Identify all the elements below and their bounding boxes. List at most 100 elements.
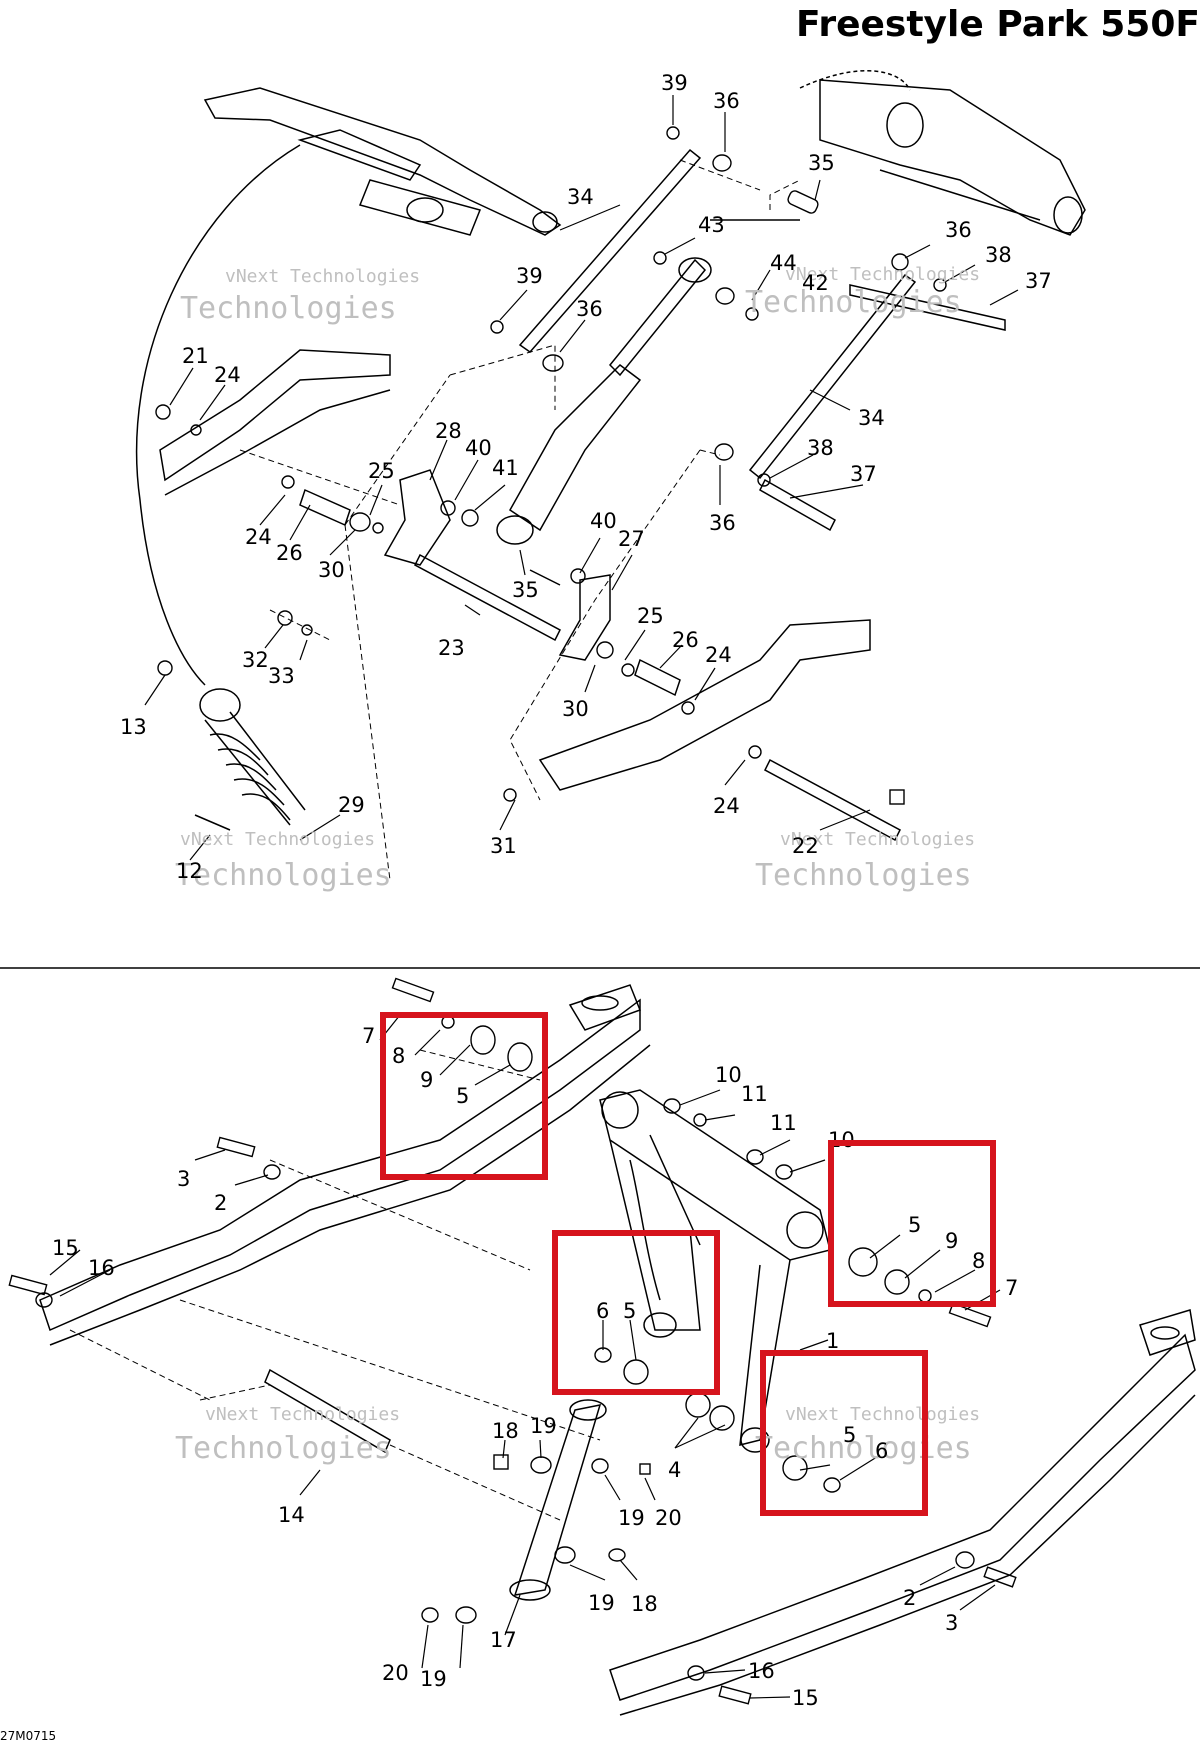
callout: 40 — [465, 436, 492, 460]
callout: 44 — [770, 251, 797, 275]
callout: 11 — [741, 1082, 768, 1106]
callout: 7 — [1005, 1276, 1018, 1300]
callout: 40 — [590, 509, 617, 533]
callout: 39 — [516, 264, 543, 288]
highlight-box-bushings-left-rail — [380, 1012, 548, 1180]
watermark-line1: vNext Technologies — [225, 266, 420, 287]
callout: 39 — [661, 71, 688, 95]
callout: 20 — [655, 1506, 682, 1530]
highlight-box-bushings-right-lower — [760, 1350, 928, 1516]
bottom-hardware — [8, 977, 1017, 1705]
highlight-box-bushings-right-upper — [828, 1140, 996, 1307]
watermark-line1: vNext Technologies — [785, 1404, 980, 1425]
callout: 13 — [120, 715, 147, 739]
callout: 2 — [214, 1191, 227, 1215]
callout: 22 — [792, 834, 819, 858]
callout: 4 — [668, 1458, 681, 1482]
callout: 9 — [420, 1068, 433, 1092]
callout: 43 — [698, 213, 725, 237]
callout: 36 — [709, 511, 736, 535]
watermark-line2: Technologies — [755, 858, 972, 893]
callout: 26 — [672, 628, 699, 652]
callout: 5 — [843, 1423, 856, 1447]
watermark-line1: vNext Technologies — [180, 829, 375, 850]
callout: 16 — [748, 1659, 775, 1683]
highlight-box-bushings-center — [552, 1230, 720, 1395]
callout: 34 — [567, 185, 594, 209]
bottom-assembly — [39, 984, 1196, 1716]
callout: 36 — [713, 89, 740, 113]
callout: 18 — [631, 1592, 658, 1616]
callout: 14 — [278, 1503, 305, 1527]
callout: 17 — [490, 1628, 517, 1652]
callout: 24 — [705, 643, 732, 667]
top-callouts: 39 36 35 34 43 44 42 36 38 37 39 36 21 2… — [120, 71, 1052, 883]
page-title: Freestyle Park 550F — [796, 4, 1200, 45]
watermark-line2: Technologies — [745, 285, 962, 320]
watermark-line2: Technologies — [180, 291, 397, 326]
callout: 38 — [985, 243, 1012, 267]
callout: 19 — [530, 1414, 557, 1438]
top-hardware — [155, 126, 947, 805]
callout: 34 — [858, 406, 885, 430]
callout: 30 — [318, 558, 345, 582]
callout: 3 — [177, 1167, 190, 1191]
callout: 24 — [214, 363, 241, 387]
callout: 36 — [576, 297, 603, 321]
callout: 6 — [596, 1299, 609, 1323]
callout: 41 — [492, 456, 519, 480]
callout: 33 — [268, 664, 295, 688]
callout: 12 — [176, 859, 203, 883]
callout: 19 — [420, 1667, 447, 1691]
watermark-line2: Technologies — [175, 1431, 392, 1466]
callout: 36 — [945, 218, 972, 242]
callout: 37 — [850, 462, 877, 486]
watermark-line2: Technologies — [755, 1431, 972, 1466]
callout: 11 — [770, 1111, 797, 1135]
callout: 15 — [52, 1236, 79, 1260]
watermarks: vNext Technologies Technologies vNext Te… — [175, 264, 980, 1466]
callout: 28 — [435, 419, 462, 443]
callout: 42 — [802, 271, 829, 295]
callout: 21 — [182, 344, 209, 368]
watermark-line2: Technologies — [175, 858, 392, 893]
callout: 6 — [875, 1439, 888, 1463]
callout: 8 — [972, 1249, 985, 1273]
callout: 19 — [618, 1506, 645, 1530]
top-assembly — [135, 70, 1086, 881]
callout: 5 — [623, 1299, 636, 1323]
drawing-code: 27M0715 — [0, 1729, 57, 1743]
callout: 35 — [512, 578, 539, 602]
callout: 7 — [362, 1024, 375, 1048]
callout: 23 — [438, 636, 465, 660]
callout: 18 — [492, 1419, 519, 1443]
callout: 5 — [456, 1084, 469, 1108]
bottom-callouts: 7 8 9 5 10 11 3 2 11 10 5 9 8 7 15 16 6 … — [52, 1024, 1018, 1710]
callout: 35 — [808, 151, 835, 175]
callout: 2 — [903, 1586, 916, 1610]
callout: 9 — [945, 1229, 958, 1253]
callout: 5 — [908, 1213, 921, 1237]
callout: 8 — [392, 1044, 405, 1068]
callout: 37 — [1025, 269, 1052, 293]
callout: 30 — [562, 697, 589, 721]
callout: 3 — [945, 1611, 958, 1635]
callout: 29 — [338, 793, 365, 817]
watermark-line1: vNext Technologies — [780, 829, 975, 850]
callout: 26 — [276, 541, 303, 565]
callout: 25 — [637, 604, 664, 628]
callout: 38 — [807, 436, 834, 460]
callout: 25 — [368, 459, 395, 483]
callout: 15 — [792, 1686, 819, 1710]
callout: 20 — [382, 1661, 409, 1685]
callout: 24 — [245, 525, 272, 549]
callout: 27 — [618, 527, 645, 551]
callout: 16 — [88, 1256, 115, 1280]
callout: 19 — [588, 1591, 615, 1615]
callout: 1 — [826, 1329, 839, 1353]
watermark-line1: vNext Technologies — [205, 1404, 400, 1425]
callout: 31 — [490, 834, 517, 858]
watermark-line1: vNext Technologies — [785, 264, 980, 285]
callout: 24 — [713, 794, 740, 818]
